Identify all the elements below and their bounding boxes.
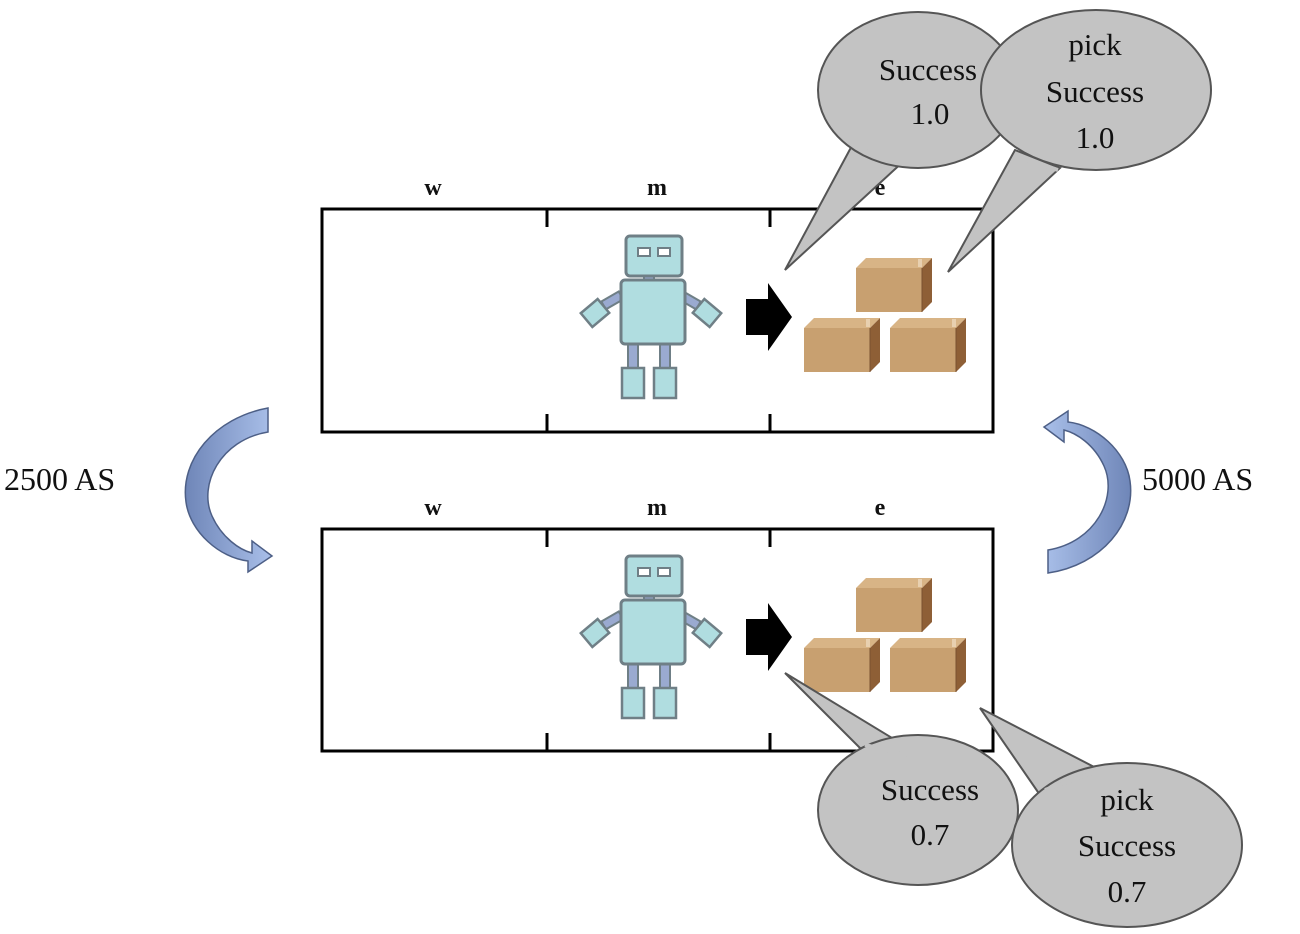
bottom-robot-icon — [579, 554, 723, 720]
top-move-arrow-icon — [746, 283, 792, 351]
top-pick-bubble-line2: Success — [1046, 74, 1144, 109]
top-success-bubble-line2: 1.0 — [911, 96, 950, 131]
top-panel-frame — [320, 207, 995, 434]
top-success-bubble-line1: Success — [879, 52, 977, 87]
top-pick-bubble-line1: pick — [1068, 27, 1122, 62]
bottom-pick-bubble: pick Success 0.7 — [979, 707, 1243, 928]
top-pick-bubble-line3: 1.0 — [1076, 120, 1115, 155]
bottom-zone-label-m: m — [647, 495, 667, 521]
top-zone-label-e: e — [875, 175, 886, 201]
bottom-pick-bubble-line3: 0.7 — [1108, 874, 1147, 909]
bottom-panel-frame — [320, 527, 995, 753]
top-zone-label-m: m — [647, 175, 667, 201]
left-transition-arrow-icon — [184, 407, 274, 574]
bottom-move-arrow-icon — [746, 603, 792, 671]
bottom-zone-label-e: e — [875, 495, 886, 521]
bottom-pick-bubble-line2: Success — [1078, 828, 1176, 863]
top-boxes-icon — [803, 257, 967, 373]
bottom-boxes-icon — [803, 577, 967, 693]
top-zone-label-w: w — [424, 175, 442, 201]
top-pick-bubble: pick Success 1.0 — [947, 9, 1212, 273]
right-transition-label: 5000 AS — [1142, 461, 1253, 497]
bottom-panel: w m e — [320, 495, 995, 753]
top-robot-icon — [579, 234, 723, 400]
right-transition-arrow-icon — [1042, 409, 1132, 574]
bottom-zone-label-w: w — [424, 495, 442, 521]
left-transition-label: 2500 AS — [4, 461, 115, 497]
bottom-success-bubble-line2: 0.7 — [911, 817, 950, 852]
bottom-success-bubble-line1: Success — [881, 772, 979, 807]
top-success-bubble: Success 1.0 — [784, 11, 1019, 271]
bottom-pick-bubble-line1: pick — [1100, 782, 1154, 817]
bottom-success-bubble: Success 0.7 — [784, 672, 1019, 886]
top-panel: w m e — [320, 175, 995, 434]
